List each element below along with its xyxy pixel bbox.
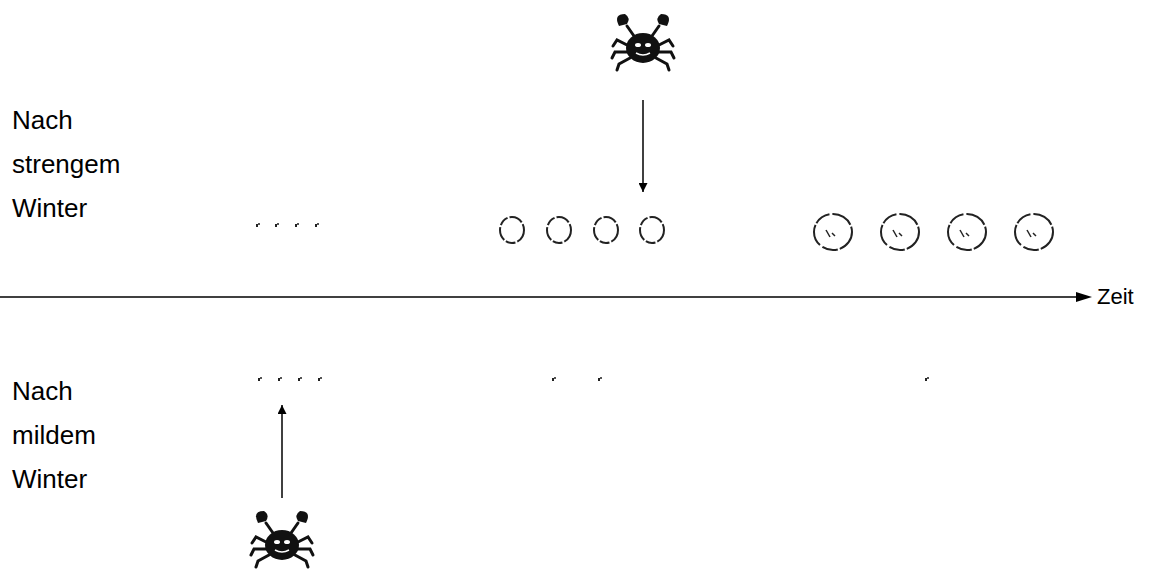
crab-icon — [612, 14, 674, 70]
eggs-small — [500, 217, 664, 243]
crab-icon — [251, 511, 313, 567]
predation-arrow — [642, 100, 644, 192]
eggs-big — [814, 214, 1053, 250]
axis-label: Zeit — [1097, 284, 1145, 310]
larvae-bottom — [258, 377, 929, 381]
row-label: Nach mildem Winter — [12, 369, 152, 501]
predation-arrow — [281, 405, 283, 498]
larvae-top — [256, 223, 319, 227]
row-label: Nach strengem Winter — [12, 98, 152, 230]
axis-arrowhead — [1076, 292, 1092, 302]
time-axis — [0, 296, 1080, 298]
